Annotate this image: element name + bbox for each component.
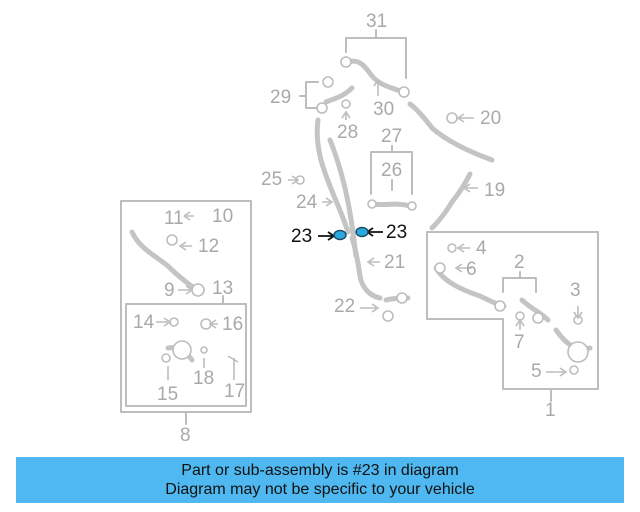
housing-15: [172, 340, 192, 360]
sensor-18: [200, 346, 208, 354]
callout-19: 19: [484, 180, 506, 201]
clamp-9: [191, 283, 205, 297]
callout-22: 22: [334, 296, 356, 317]
callout-12: 12: [198, 236, 220, 257]
callout-2: 2: [514, 252, 525, 273]
callout-31: 31: [366, 11, 388, 32]
callout-3: 3: [570, 280, 581, 301]
housing-3: [567, 341, 589, 363]
pipe-24-a: [314, 117, 351, 235]
hose-11: [129, 229, 197, 291]
clamp-22-b: [382, 310, 394, 322]
pipe-upper: [407, 101, 495, 163]
clamp-12: [166, 234, 178, 246]
callout-16: 16: [222, 314, 244, 335]
hose-29: [323, 85, 355, 105]
callout-21: 21: [384, 252, 406, 273]
clamp-26-a: [367, 199, 377, 209]
clamp-4: [447, 243, 457, 253]
callout-5: 5: [531, 361, 542, 382]
callout-9: 9: [164, 280, 175, 301]
callout-29: 29: [270, 87, 292, 108]
callout-8: 8: [180, 425, 191, 446]
clamp-2-a: [494, 300, 506, 312]
callout-30: 30: [373, 99, 395, 120]
callout-13: 13: [212, 278, 234, 299]
callout-27: 27: [381, 126, 403, 147]
callout-17: 17: [224, 381, 246, 402]
hose-31: [345, 58, 405, 95]
fitting-20: [446, 112, 458, 124]
pipe-19: [429, 171, 473, 231]
callout-10: 10: [212, 206, 234, 227]
clamp-6: [434, 262, 446, 274]
clamp-15: [161, 353, 171, 363]
clamp-2-b: [532, 312, 544, 324]
clamp-29-b: [316, 102, 328, 114]
pipe-21: [349, 235, 383, 301]
callout-24: 24: [296, 192, 318, 213]
bracket-29: [299, 81, 319, 109]
callout-6: 6: [466, 259, 477, 280]
part-23-left[interactable]: [333, 229, 347, 241]
callout-20: 20: [480, 108, 502, 129]
callout-28: 28: [337, 122, 359, 143]
parts-diagram: [120, 29, 599, 425]
part-23-right[interactable]: [355, 226, 369, 238]
callout-14: 14: [133, 312, 155, 333]
group-box-13: [125, 303, 247, 407]
callout-23-left[interactable]: 23: [291, 226, 313, 247]
group-box-1: [426, 231, 599, 390]
highlighted-part-23[interactable]: [318, 226, 383, 241]
clamp-28: [341, 99, 351, 109]
hose-26: [371, 201, 413, 209]
callout-15: 15: [157, 384, 179, 405]
clamp-29-a: [322, 76, 334, 88]
banner-line-disclaimer: Diagram may not be specific to your vehi…: [165, 481, 475, 498]
callout-23-right[interactable]: 23: [386, 222, 408, 243]
callout-1: 1: [545, 400, 556, 421]
callout-11: 11: [164, 208, 184, 229]
callout-26: 26: [381, 160, 403, 181]
callout-7: 7: [514, 332, 525, 353]
clamp-26-b: [407, 201, 417, 211]
callout-4: 4: [476, 238, 487, 259]
bracket-2: [502, 271, 537, 293]
hose-2: [519, 297, 551, 323]
info-banner: Part or sub-assembly is #23 in diagram D…: [16, 457, 624, 503]
bracket-27: [370, 145, 413, 195]
plug-5: [569, 365, 579, 375]
callout-18: 18: [193, 368, 215, 389]
clamp-31-b: [398, 86, 410, 98]
clamp-22-a: [396, 292, 408, 304]
bracket-31: [345, 29, 407, 79]
banner-line-part-info: Part or sub-assembly is #23 in diagram: [181, 462, 459, 479]
callout-25: 25: [261, 169, 283, 190]
clamp-31-a: [340, 56, 352, 68]
